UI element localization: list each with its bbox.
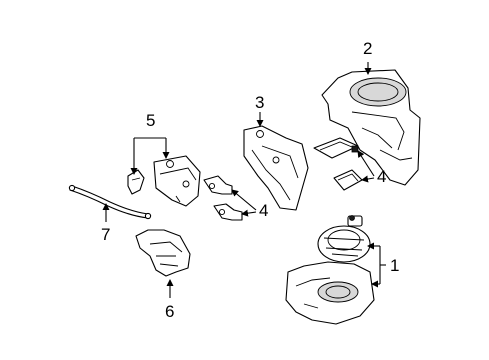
blower-lower-case [285,261,375,325]
callout-6: 6 [165,302,175,321]
actuator-small-1 [203,175,233,195]
actuator-small-2 [213,203,243,221]
callout-7: 7 [101,225,111,244]
callout-4-upper: 4 [377,167,387,186]
leader-lines [102,62,386,298]
callout-5: 5 [146,111,156,130]
aspirator-hose [68,184,152,220]
blower-motor [317,215,371,263]
callout-1: 1 [390,256,400,275]
actuator-motor [153,155,201,207]
actuator-clip [127,169,145,195]
sensor-lower [333,169,363,191]
sensor-upper [313,137,359,159]
air-duct [135,229,191,277]
upper-case-housing [321,69,421,186]
mode-door-bracket [243,125,309,211]
callout-3: 3 [255,93,265,112]
callout-4-center: 4 [259,201,269,220]
callout-2: 2 [363,39,373,58]
